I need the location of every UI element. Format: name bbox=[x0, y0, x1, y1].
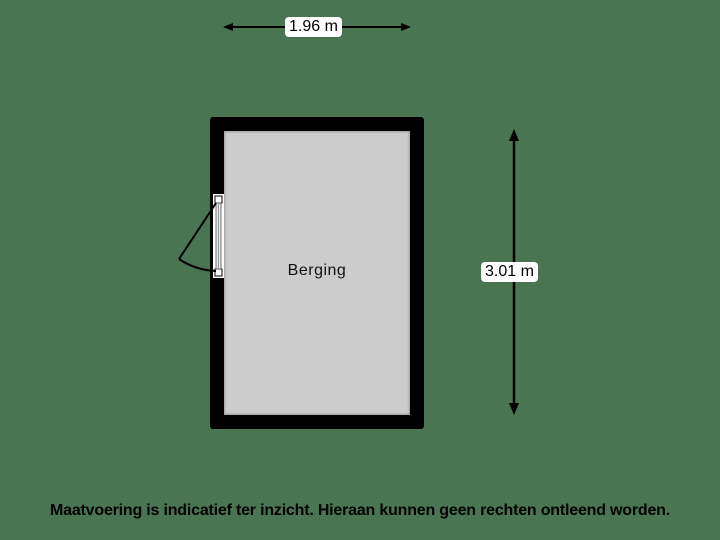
height-dimension-label: 3.01 m bbox=[481, 262, 538, 282]
door-leaf bbox=[178, 202, 217, 260]
door-swing-arc bbox=[178, 258, 217, 272]
room-floor-berging[interactable] bbox=[224, 131, 410, 415]
arrow-left-icon bbox=[223, 23, 233, 31]
arrow-right-icon bbox=[401, 23, 411, 31]
room-label: Berging bbox=[287, 262, 347, 279]
arrow-up-icon bbox=[509, 129, 519, 141]
width-dimension-label: 1.96 m bbox=[285, 17, 342, 37]
arrow-down-icon bbox=[509, 403, 519, 415]
disclaimer-text: Maatvoering is indicatief ter inzicht. H… bbox=[50, 502, 670, 519]
